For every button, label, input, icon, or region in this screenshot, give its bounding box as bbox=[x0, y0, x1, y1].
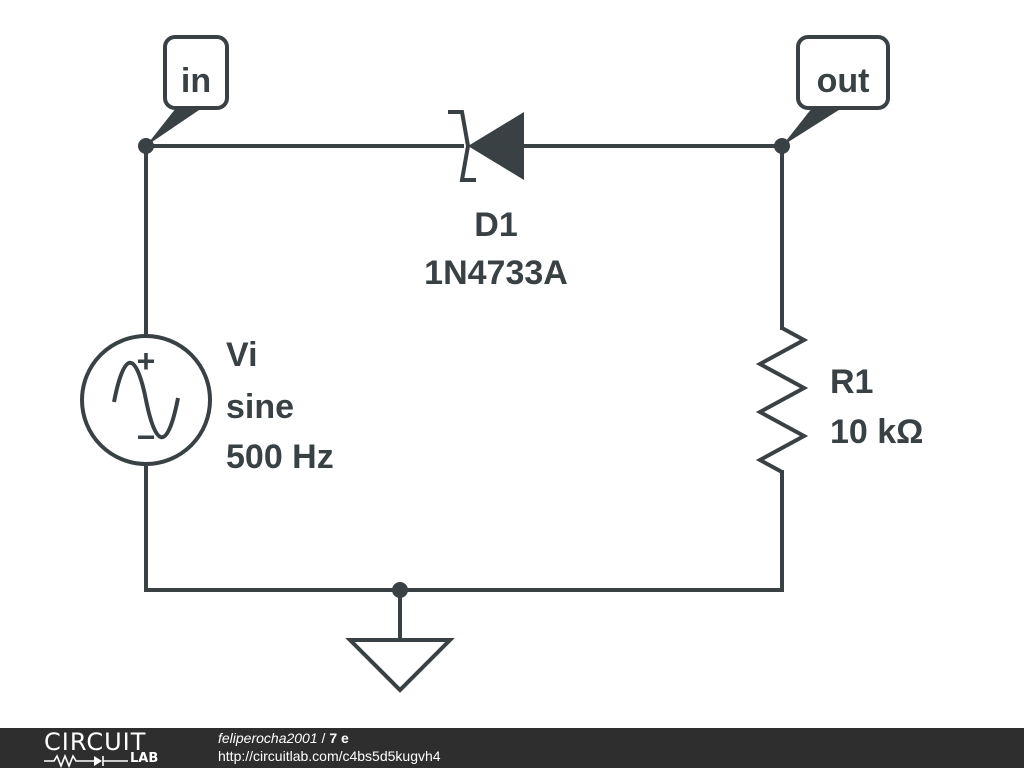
net-label-out-text: out bbox=[817, 62, 870, 100]
schematic-canvas: in out D1 1N4733A + − Vi sine 500 Hz R1 … bbox=[80, 35, 923, 693]
source-minus-sign: − bbox=[137, 419, 156, 455]
circuit-title: 7 e bbox=[329, 730, 349, 746]
circuitlab-logo-text: CIRCUIT bbox=[44, 728, 147, 756]
sine-source-icon bbox=[80, 334, 212, 466]
footer-separator: / bbox=[317, 730, 330, 746]
circuitlab-logo-lab: LAB bbox=[130, 751, 159, 766]
diode-name: D1 bbox=[474, 206, 517, 244]
source-name: Vi bbox=[226, 336, 258, 374]
author-link[interactable]: feliperocha2001 bbox=[218, 730, 318, 746]
diode-part: 1N4733A bbox=[424, 254, 568, 292]
junction-ground bbox=[392, 582, 408, 598]
ground-icon bbox=[345, 638, 455, 693]
circuitlab-logo-icon bbox=[44, 754, 128, 768]
resistor-name: R1 bbox=[830, 363, 873, 401]
source-plus-sign: + bbox=[137, 343, 156, 379]
resistor-icon bbox=[755, 326, 809, 474]
resistor-value: 10 kΩ bbox=[830, 413, 923, 451]
net-label-out: out bbox=[782, 35, 890, 146]
net-label-in-text: in bbox=[181, 62, 211, 100]
net-label-in: in bbox=[146, 35, 229, 146]
footer-bar: CIRCUIT LAB feliperocha2001 / 7 e http:/… bbox=[0, 728, 1024, 768]
circuit-url-link[interactable]: http://circuitlab.com/c4bs5d5kugvh4 bbox=[218, 748, 441, 764]
source-type: sine bbox=[226, 388, 294, 426]
source-frequency: 500 Hz bbox=[226, 438, 334, 476]
footer-author-title: feliperocha2001 / 7 e bbox=[218, 730, 349, 747]
zener-diode-icon bbox=[448, 110, 524, 182]
